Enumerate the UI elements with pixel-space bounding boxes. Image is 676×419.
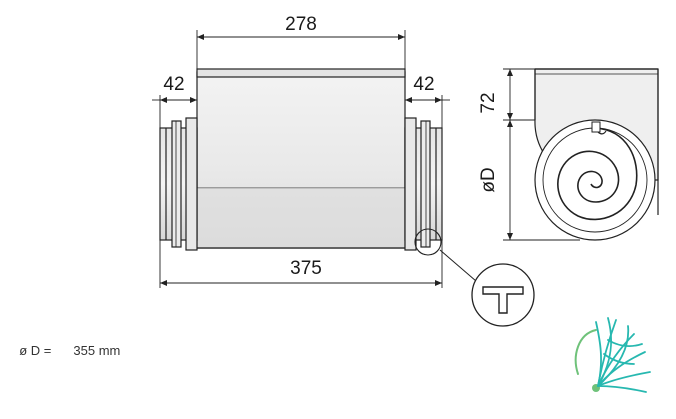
- heater-lid: [196, 68, 406, 78]
- diameter-caption: ø D = 355 mm: [12, 328, 120, 358]
- dim-body-length: 278: [285, 14, 317, 35]
- right-spigot: [404, 117, 443, 251]
- dim-total-length: 375: [290, 258, 322, 279]
- dim-spigot-right: 42: [413, 74, 434, 95]
- heating-coil-spiral: [557, 127, 638, 221]
- dim-gap-height: 72: [478, 92, 499, 113]
- left-spigot: [159, 117, 198, 251]
- end-view: [534, 68, 659, 241]
- dim-diameter: øD: [478, 167, 499, 192]
- dim-spigot-left: 42: [163, 74, 184, 95]
- end-view-duct-circle: [534, 119, 656, 241]
- diameter-caption-value: 355 mm: [73, 343, 121, 358]
- dimension-lines: [152, 30, 580, 288]
- detail-marker-circle: [414, 228, 442, 256]
- t-profile-icon: [471, 263, 535, 327]
- side-view: [159, 68, 477, 282]
- brand-logo-icon: [574, 317, 651, 393]
- diameter-caption-label: ø D =: [19, 343, 52, 358]
